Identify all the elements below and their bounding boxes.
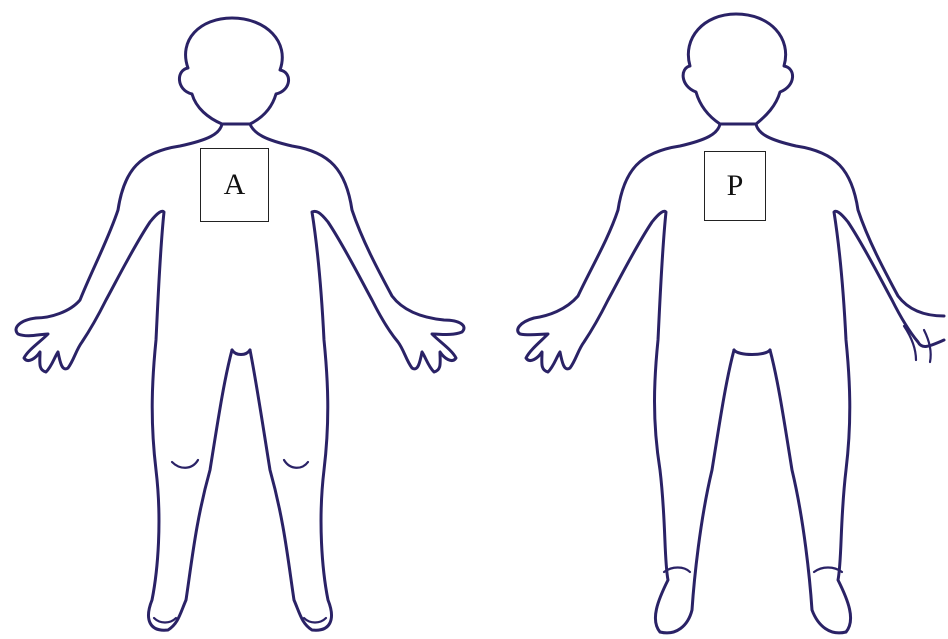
posterior-label-box: P: [704, 151, 766, 221]
posterior-crotch: [734, 350, 770, 355]
posterior-label: P: [727, 169, 744, 203]
posterior-left-contour: [518, 124, 734, 633]
posterior-head: [683, 14, 792, 124]
posterior-right-contour: [756, 124, 944, 633]
